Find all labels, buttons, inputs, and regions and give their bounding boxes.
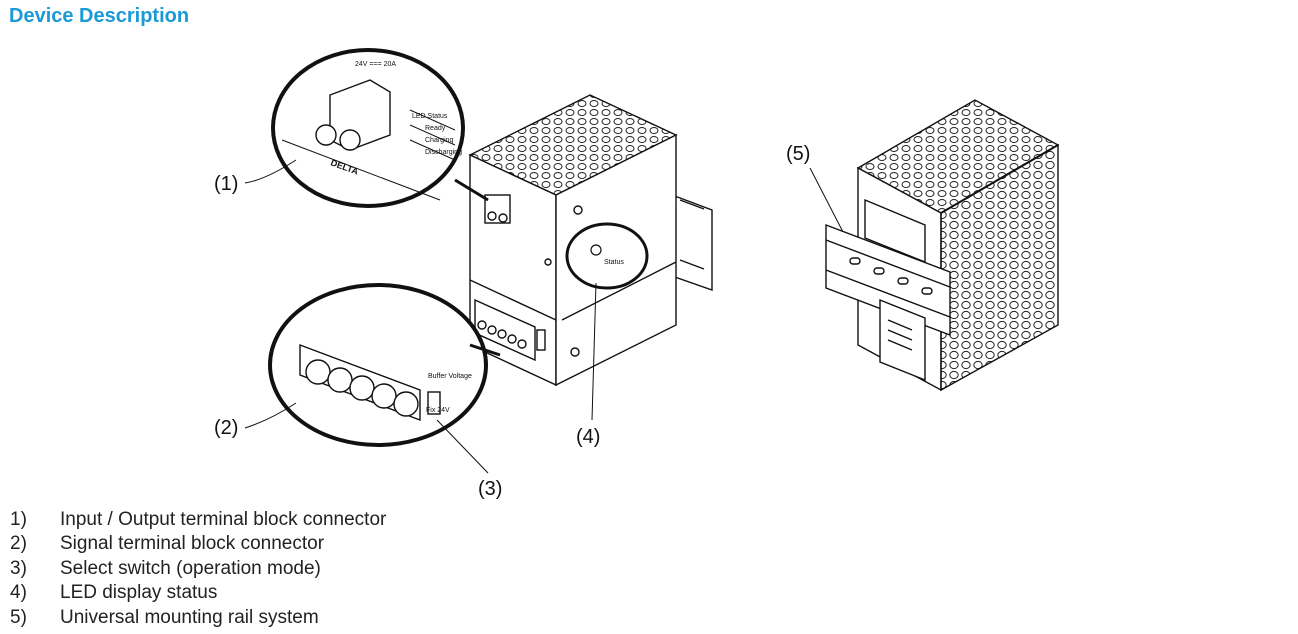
callout-3: (3) <box>478 478 502 500</box>
list-item-number: 2) <box>10 533 27 555</box>
list-item-text: Input / Output terminal block connector <box>60 509 387 530</box>
list-item: 2) Signal terminal block connector <box>10 532 386 556</box>
list-item-text: Universal mounting rail system <box>60 606 319 628</box>
callout-5: (5) <box>786 143 810 165</box>
zoom-led-status <box>565 222 649 290</box>
description-list: 1) Input / Output terminal block connecto… <box>10 508 386 630</box>
list-item-number: 4) <box>10 582 27 604</box>
ready-label: Ready <box>425 125 446 132</box>
charging-label: Charging <box>425 137 454 144</box>
list-item-text: LED display status <box>60 582 218 604</box>
rating-label: 24V === 20A <box>355 61 396 68</box>
list-item-number: 5) <box>10 606 27 628</box>
buffer-voltage-label: Buffer Voltage <box>428 373 472 380</box>
fix-24v-label: Fix 24V <box>426 407 450 414</box>
zoom-signal-terminal <box>268 283 501 447</box>
list-item-number: 3) <box>10 557 27 579</box>
section-title: Device Description <box>9 5 190 27</box>
device-illustration: 24V === 20A LED Status Ready Charging Di… <box>214 48 1060 500</box>
zoom-io-terminal <box>271 48 489 208</box>
power-module-rear-view <box>825 99 1060 392</box>
discharging-label: Discharging <box>425 149 462 156</box>
led-status-label: LED Status <box>412 113 448 120</box>
list-item: 1) Input / Output terminal block connecto… <box>10 508 386 532</box>
list-item-text: Select switch (operation mode) <box>60 557 321 579</box>
list-item: 4) LED display status <box>10 581 386 605</box>
callout-4: (4) <box>576 426 600 448</box>
list-item-number: 1) <box>10 509 27 530</box>
callout-2: (2) <box>214 417 238 439</box>
list-item: 3) Select switch (operation mode) <box>10 557 386 581</box>
callout-1: (1) <box>214 173 238 195</box>
list-item-text: Signal terminal block connector <box>60 533 325 555</box>
list-item: 5) Universal mounting rail system <box>10 606 386 630</box>
status-label: Status <box>604 259 624 266</box>
